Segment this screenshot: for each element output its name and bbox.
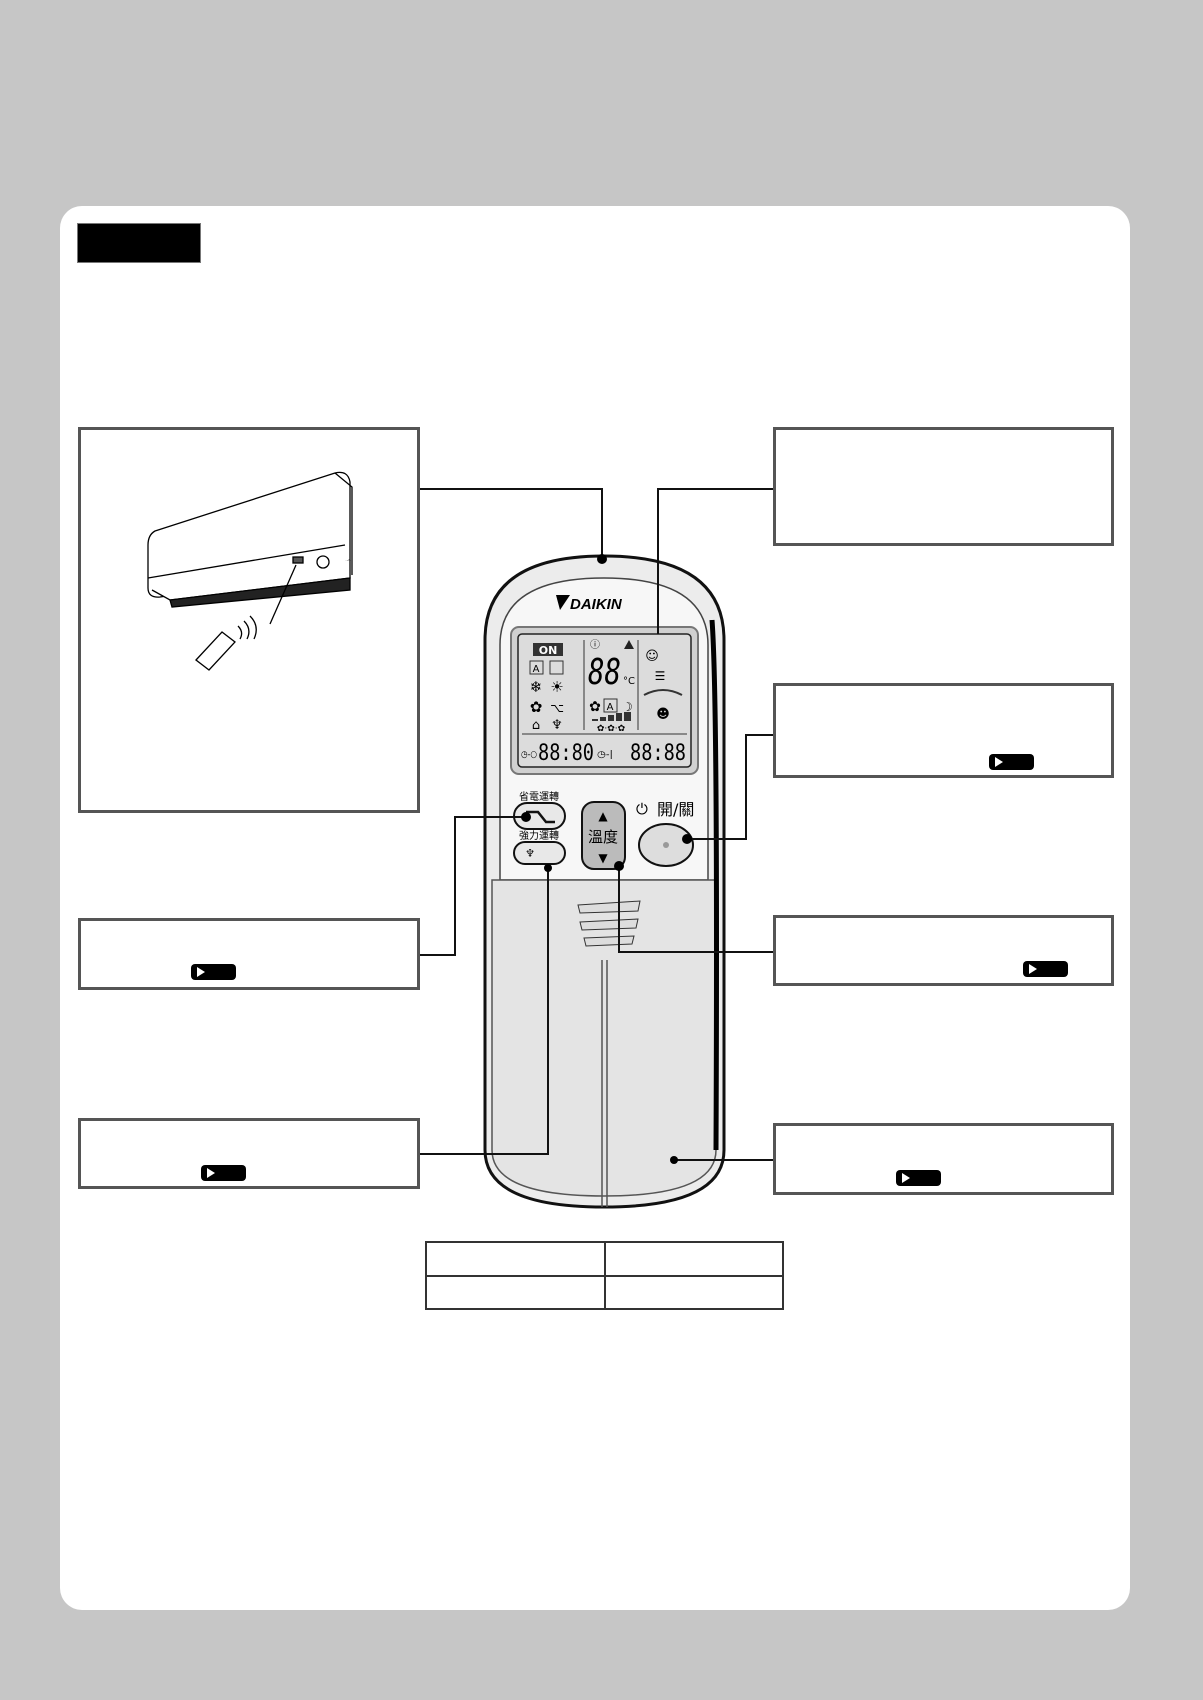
battery-cover-slit (601, 960, 608, 1207)
brand-logo-text: DAIKIN (570, 596, 623, 613)
page-reference-badge[interactable] (896, 1170, 941, 1186)
heat-mode-icon: ☀ (550, 678, 563, 696)
page-reference-badge[interactable] (191, 964, 236, 980)
home-leave-icon: ⌂ (532, 718, 540, 733)
callout-lcd-display (773, 427, 1114, 546)
powerful-button-label: 強力運轉 (519, 829, 559, 842)
table-row (425, 1274, 784, 1310)
fan-mode-icon: ✿ (530, 698, 543, 716)
thermometer-icon: ⓘ (590, 639, 600, 651)
econo-icon: ⌥ (550, 701, 564, 715)
lcd-temp-unit: °C (623, 676, 635, 687)
leader-dots (521, 554, 692, 1164)
callout-indoor-unit-receiver (78, 427, 420, 813)
leader-lines (420, 488, 773, 1161)
callout-econo-button (78, 918, 420, 990)
power-button-label: 開/關 (657, 800, 694, 819)
callout-temperature-button (773, 915, 1114, 986)
callout-power-button (773, 683, 1114, 778)
daikin-logo-icon (556, 595, 570, 610)
vent-slot (583, 935, 635, 947)
timer-off-icon: ◷-| (597, 750, 613, 760)
power-icon: ⏻ (636, 800, 648, 818)
callout-battery-cover (773, 1123, 1114, 1195)
swing-horizontal-icon (643, 689, 683, 696)
comfort-person-icon: ☻ (656, 707, 670, 722)
page-reference-badge[interactable] (989, 754, 1034, 770)
econo-icon (526, 810, 555, 824)
power-button[interactable] (638, 823, 694, 867)
fan-speed-icon: ✿ (589, 699, 601, 715)
fan-level-icons: ✿·✿·✿ (597, 724, 626, 734)
sensor-person-icon: ☺ (645, 649, 659, 664)
econo-button[interactable] (513, 802, 566, 830)
lcd-on-indicator: ON (539, 644, 558, 657)
night-quiet-icon: ☽ (622, 700, 633, 714)
info-table (425, 1241, 784, 1310)
section-title-block (77, 223, 201, 263)
page-reference-badge[interactable] (1023, 961, 1068, 977)
powerful-button[interactable]: ♆ (513, 841, 566, 865)
lcd-fan-auto: A (607, 702, 614, 713)
swing-vertical-icon: ☰ (655, 669, 666, 683)
lcd-timer-off: 88:88 (630, 741, 686, 766)
lcd-temperature: 88 (588, 652, 621, 693)
powerful-icon: ♆ (551, 718, 563, 733)
lcd-up-arrow-icon (624, 640, 634, 649)
timer-on-icon: ◷-○ (521, 750, 537, 760)
cool-mode-icon: ❄ (530, 678, 543, 696)
temperature-label: 溫度 (588, 828, 618, 846)
econo-button-label: 省電運轉 (519, 790, 559, 803)
remote-control: DAIKIN ON A ❄ ☀ ✿ ⌥ ⌂ ♆ ⓘ 88 °C ✿ A ☽ ✿·… (483, 554, 726, 1209)
power-indicator-lamp (663, 842, 669, 848)
indoor-unit-illustration (147, 471, 353, 671)
temperature-down-button[interactable]: ▼ (598, 851, 608, 865)
dry-mode-icon (549, 660, 564, 675)
temperature-up-button[interactable]: ▲ (598, 809, 608, 823)
fan-level-bars (592, 712, 631, 721)
temperature-rocker-button[interactable]: ▲ 溫度 ▼ (581, 801, 626, 870)
page-reference-badge[interactable] (201, 1165, 246, 1181)
table-row (425, 1241, 784, 1277)
lcd-mode-auto: A (533, 664, 540, 675)
callout-powerful-button (78, 1118, 420, 1189)
lcd-timer-on: 88:80 (538, 741, 594, 766)
powerful-icon: ♆ (525, 847, 535, 860)
